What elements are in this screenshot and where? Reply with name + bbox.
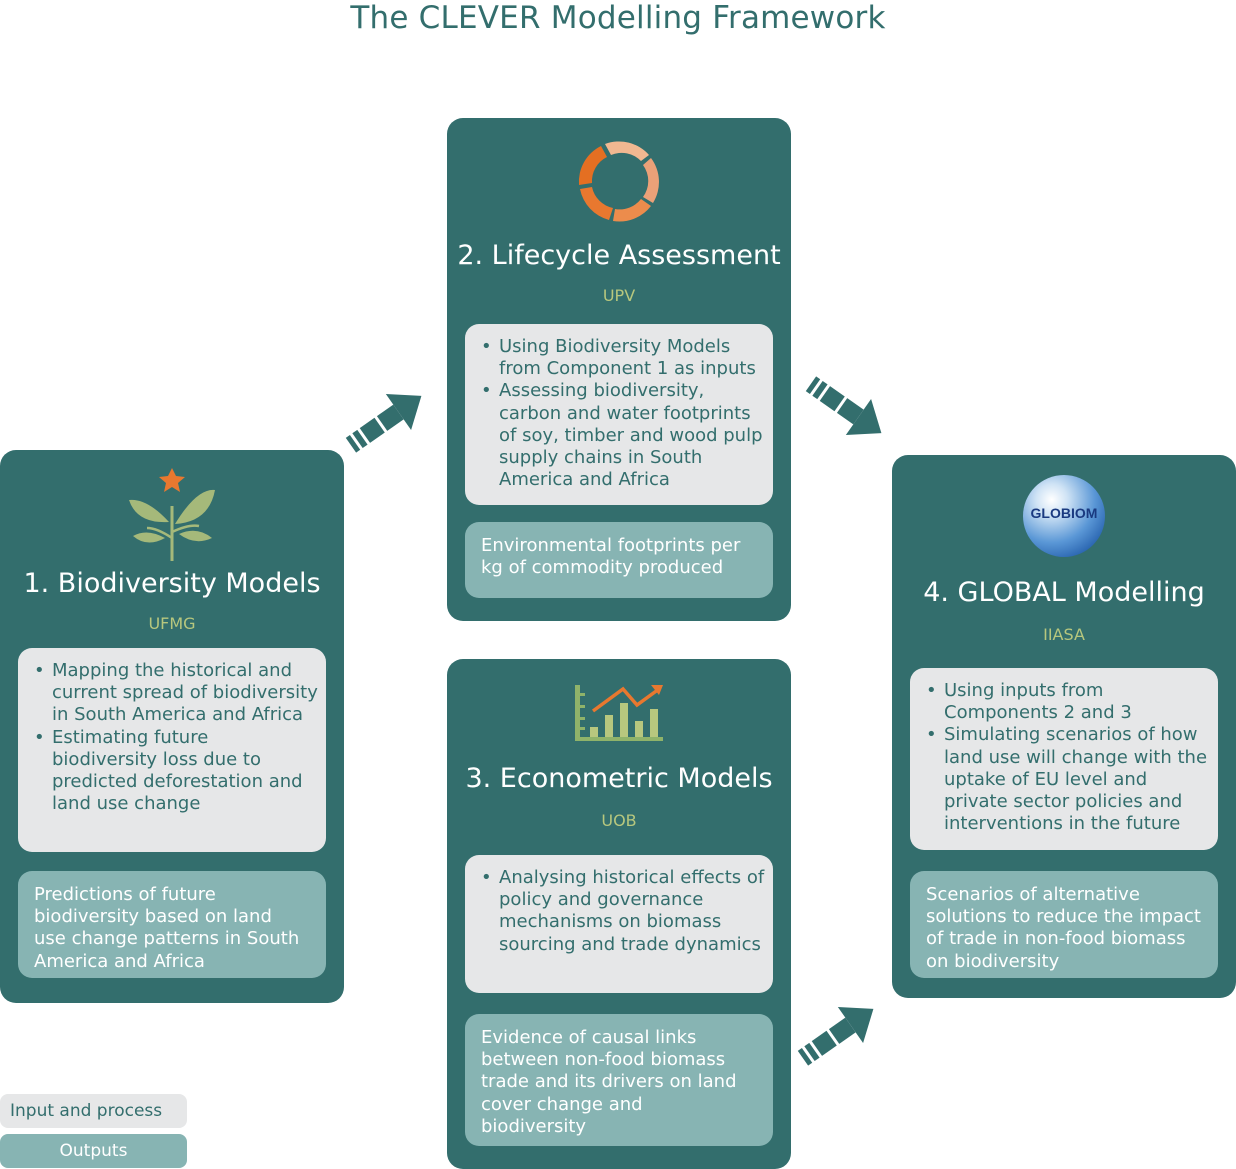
flow-arrow-1-to-2 [345,393,422,453]
component-org: UFMG [148,614,196,633]
page-title: The CLEVER Modelling Framework [350,0,886,36]
output-box: Evidence of causal links between non-foo… [465,1014,773,1146]
component-org: IIASA [1043,625,1085,644]
input-item: Mapping the historical and current sprea… [34,660,318,727]
output-box: Scenarios of alternative solutions to re… [910,871,1218,978]
output-box: Predictions of future biodiversity based… [18,871,326,978]
component-title: 3. Econometric Models [465,763,773,794]
component-org: UOB [601,811,637,830]
component-card-biodiversity: 1. Biodiversity Models UFMG Mapping the … [0,450,344,1003]
input-item: Using Biodiversity Models from Component… [481,336,765,380]
component-card-global: GLOBIOM 4. GLOBAL Modelling IIASA Using … [892,455,1236,998]
bar-chart-trend-icon [575,685,663,741]
component-org: UPV [602,286,636,305]
plant-flower-icon [129,468,215,561]
flow-arrow-2-to-4 [805,376,882,436]
input-process-box: Mapping the historical and current sprea… [18,648,326,852]
component-card-lifecycle: 2. Lifecycle Assessment UPV Using Biodiv… [447,118,791,621]
input-item: Assessing biodiversity, carbon and water… [481,380,765,491]
component-title: 4. GLOBAL Modelling [923,577,1205,608]
legend-input-process: Input and process [0,1094,187,1128]
component-title: 1. Biodiversity Models [23,568,321,599]
legend-outputs: Outputs [0,1134,187,1168]
input-item: Using inputs from Components 2 and 3 [926,680,1210,724]
input-process-box: Analysing historical effects of policy a… [465,855,773,993]
component-card-econometric: 3. Econometric Models UOB Analysing hist… [447,659,791,1169]
globiom-globe-icon: GLOBIOM [1023,475,1105,557]
input-item: Analysing historical effects of policy a… [481,867,765,956]
component-title: 2. Lifecycle Assessment [457,240,781,271]
flow-arrow-3-to-4 [797,1006,874,1066]
input-item: Simulating scenarios of how land use wil… [926,724,1210,835]
globiom-label: GLOBIOM [1030,505,1098,521]
input-process-box: Using Biodiversity Models from Component… [465,324,773,505]
input-process-box: Using inputs from Components 2 and 3 Sim… [910,668,1218,850]
cycle-arrows-icon [578,141,659,222]
output-box: Environmental footprints per kg of commo… [465,522,773,598]
input-item: Estimating future biodiversity loss due … [34,727,318,816]
